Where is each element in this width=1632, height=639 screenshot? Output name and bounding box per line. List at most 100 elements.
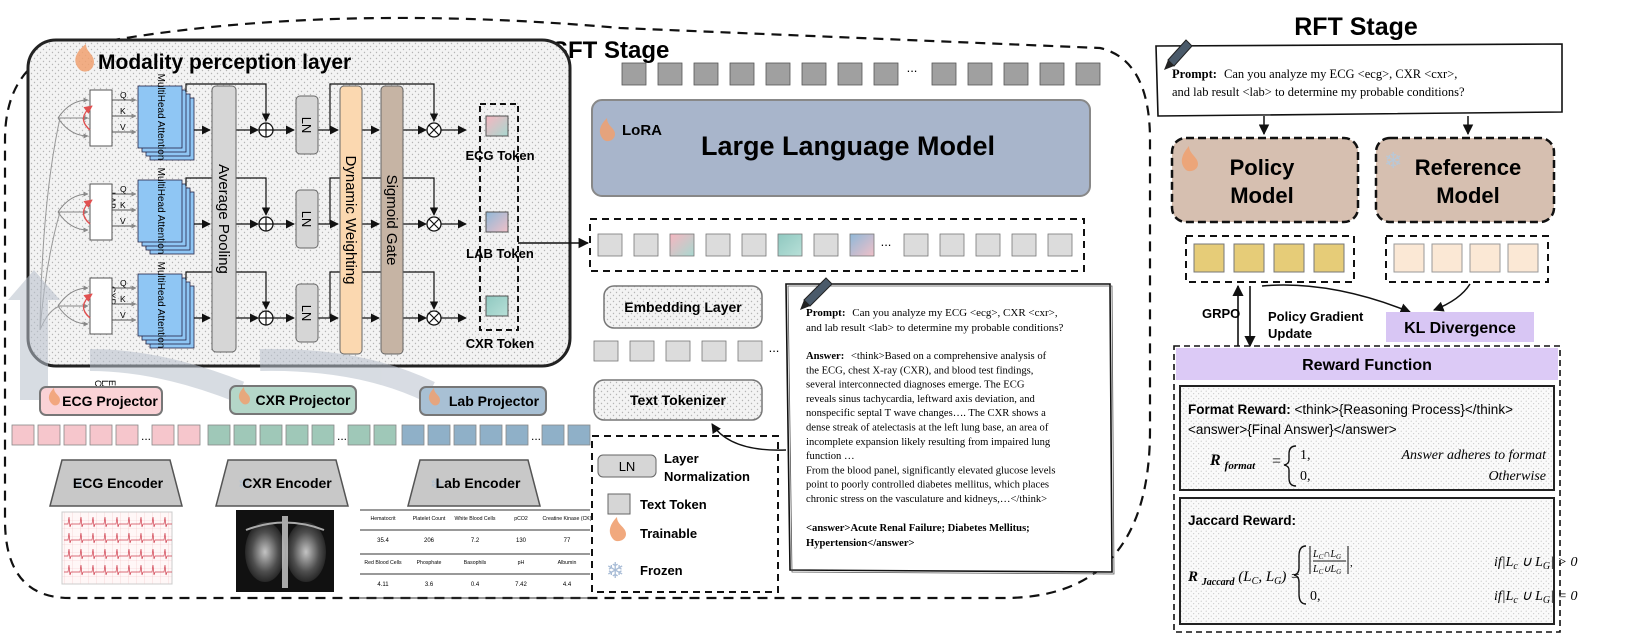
- policy-token: [1193, 243, 1225, 273]
- lab-token-label: LAB Token: [466, 246, 534, 261]
- text-tokenizer: Text Tokenizer: [593, 379, 763, 421]
- embedding-token: [665, 340, 691, 362]
- llm-output-token: [621, 62, 647, 86]
- lab-feature-token: [479, 424, 503, 446]
- qa-answer-line: dense streak of atelectasis at the left …: [806, 423, 1049, 434]
- reward-function-region: [1173, 345, 1561, 633]
- jaccard-reward-box: Jaccard Reward: R Jaccard (LC, LG) = LC∩…: [1179, 497, 1577, 625]
- lab-encoder: ❄ Lab Encoder: [407, 459, 541, 507]
- ecg-token-label: ECG Token: [465, 148, 534, 163]
- ecg-signal-image: [61, 511, 173, 585]
- svg-text:Policy: Policy: [1230, 155, 1296, 180]
- cxr-token-label: CXR Token: [466, 336, 534, 351]
- svg-text:CXR Encoder: CXR Encoder: [242, 475, 332, 491]
- rft-title: RFT Stage: [1294, 13, 1418, 41]
- llm-output-token: [931, 62, 957, 86]
- policy-token: [1313, 243, 1345, 273]
- sigmoid-gate-block: [380, 85, 404, 355]
- llm-input-token: [777, 233, 803, 257]
- lab-table-value: 77: [564, 538, 571, 544]
- llm-output-ellipsis: ...: [907, 60, 918, 75]
- qa-answer-line: the ECG, chest X-ray (CXR), and blood te…: [806, 365, 1033, 376]
- svg-text:Prompt: Can you analyze: Prompt: Can you analyze my ECG <ecg>, CX…: [1172, 67, 1457, 81]
- svg-text:KL Divergence: KL Divergence: [1404, 320, 1516, 337]
- format-reward-spec-1: <think>{Reasoning Process}</think>: [1295, 402, 1514, 417]
- average-pooling-label: Average Pooling: [215, 164, 232, 274]
- multihead-attention-layer: [137, 179, 183, 243]
- ln-block: LN: [295, 95, 319, 155]
- format-reward-box: Format Reward: <think>{Reasoning Process…: [1179, 385, 1555, 491]
- svg-text:ECG Projector: ECG Projector: [62, 393, 158, 409]
- multihead-attention-label: MultiHead Attention: [155, 74, 166, 161]
- qa-answer-line: From the blood panel, significantly elev…: [806, 465, 1055, 476]
- modality-input-stack: [89, 89, 113, 147]
- lab-table-header: Phosphate: [417, 560, 442, 566]
- legend-ln-label-2: Normalization: [664, 469, 750, 484]
- ln-block: LN: [295, 189, 319, 249]
- pen-icon: [1164, 39, 1193, 70]
- rft-prompt-box: Prompt: Can you analyze my ECG <ecg>, CX…: [1155, 39, 1563, 117]
- llm-input-token: [939, 233, 965, 257]
- frozen-snowflake-icon: ❄: [430, 476, 443, 493]
- sigmoid-gate-label: Sigmoid Gate: [383, 175, 400, 266]
- llm-input-tokens: ...: [589, 218, 1085, 272]
- qkv-label: K: [120, 294, 126, 304]
- qa-answer-label: Answer:: [806, 351, 844, 362]
- svg-text:CXR Projector: CXR Projector: [256, 392, 351, 408]
- svg-text:R Jaccard (LC, LG): R Jaccard (LC, LG) =: [1187, 569, 1300, 589]
- qa-answer-line: chronic stress on the vasculature and ki…: [806, 494, 1047, 505]
- qkv-label: V: [120, 216, 126, 226]
- qkv-label: K: [120, 106, 126, 116]
- reference-token: [1507, 243, 1539, 273]
- modality-layer-title: Modality perception layer: [98, 51, 351, 74]
- token-ellipsis: ...: [141, 429, 151, 443]
- lab-feature-token: [453, 424, 477, 446]
- ecg-feature-token: [63, 424, 87, 446]
- ln-block: LN: [295, 283, 319, 343]
- lab-table-header: Albumin: [558, 560, 577, 566]
- qa-answer-line-0: <think>Based on a comprehensive analysis…: [851, 351, 1047, 362]
- modality-perception-layer: Modality perception layer ECGCXRLABQKVMu…: [26, 38, 572, 400]
- token-ellipsis: ...: [337, 429, 347, 443]
- qa-prompt-line-2: and lab result <lab> to determine my pro…: [806, 322, 1064, 334]
- qa-answer-line: several interconnected diagnoses emerge.…: [806, 380, 1025, 391]
- llm-output-token: [657, 62, 683, 86]
- svg-text:Prompt: Can you analyze: Prompt: Can you analyze my ECG <ecg>, CX…: [806, 307, 1058, 319]
- modality-row: CXRLABECGQKVMultiHead Attention: [57, 262, 467, 400]
- legend-snowflake-icon: ❄: [606, 558, 624, 583]
- lab-table-value: 206: [424, 538, 435, 544]
- trainable-flame-icon: [599, 118, 615, 142]
- cxr-feature-token: [373, 424, 397, 446]
- llm-output-tokens: [621, 62, 1101, 86]
- projector-flow-arrows: [8, 270, 435, 403]
- qa-final-line-2: Hypertension</answer>: [806, 538, 915, 549]
- qkv-label: V: [120, 122, 126, 132]
- ecg-feature-token: [11, 424, 35, 446]
- jaccard-cond-1-tail: | > 0: [1550, 555, 1577, 570]
- lab-table-value: 7.2: [471, 538, 480, 544]
- jaccard-cond-1: if|L: [1494, 555, 1514, 570]
- reward-function-header: Reward Function: [1176, 348, 1558, 380]
- jaccard-cond-2: if|L: [1494, 589, 1514, 604]
- ecg-encoder: ❄ ECG Encoder: [49, 459, 183, 507]
- lab-table-value: 4.4: [563, 582, 572, 588]
- svg-text:Format Reward: <think>{: Format Reward: <think>{Reasoning Process…: [1188, 402, 1513, 417]
- llm-title: Large Language Model: [701, 131, 995, 161]
- reference-model: ❄ Reference Model: [1374, 136, 1556, 224]
- lab-table-value: 3.6: [425, 582, 434, 588]
- lab-feature-token: [541, 424, 565, 446]
- qa-answer-line: function …: [806, 451, 855, 462]
- cxr-feature-token: [285, 424, 309, 446]
- format-reward-brace: [1283, 445, 1297, 487]
- llm-output-token: [837, 62, 863, 86]
- reference-token: [1393, 243, 1425, 273]
- lab-table-header: Creatine Kinase (CK): [542, 516, 591, 522]
- document-to-tokenizer-arrow: [711, 423, 787, 451]
- lab-table-value: 0.4: [471, 582, 480, 588]
- rft-prompt-label: Prompt:: [1172, 67, 1217, 81]
- llm-output-token: [967, 62, 993, 86]
- svg-text:LN: LN: [299, 117, 314, 134]
- policy-gradient-label-2: Update: [1268, 326, 1312, 341]
- lab-table-value: 7.42: [515, 582, 527, 588]
